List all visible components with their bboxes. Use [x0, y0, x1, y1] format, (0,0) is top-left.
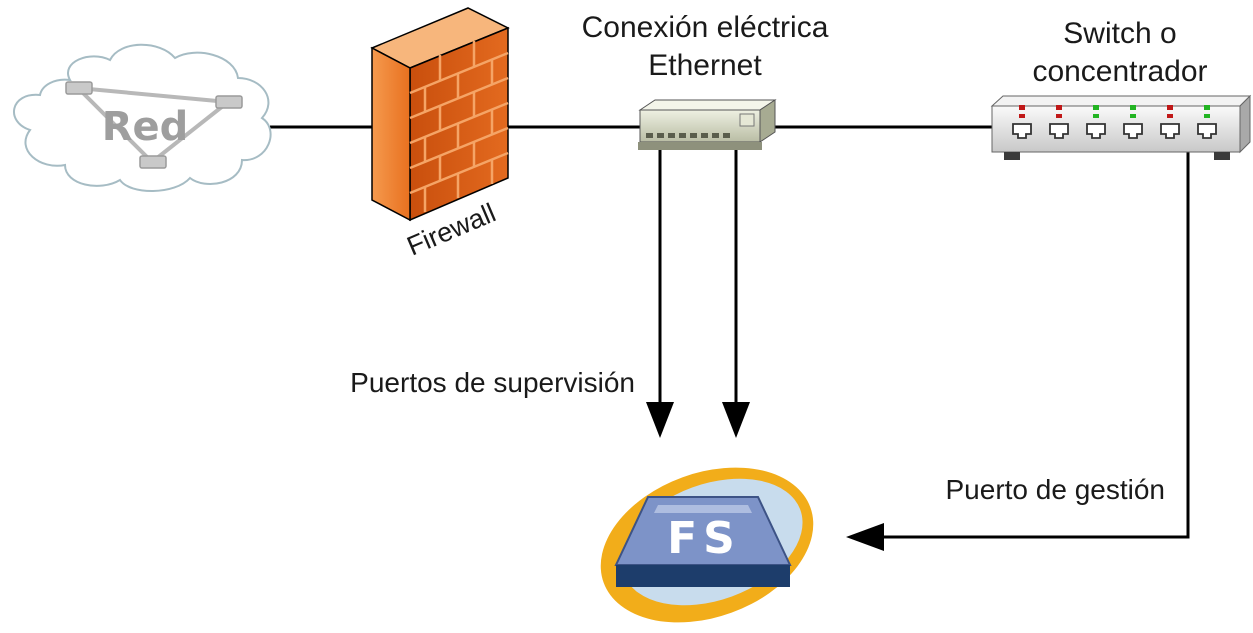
- switch-port-led: [1019, 105, 1025, 110]
- tap-label-line1: Conexión eléctrica: [582, 11, 829, 44]
- switch-port-led: [1093, 105, 1099, 110]
- fs-appliance-logo: FS: [600, 467, 814, 623]
- switch-port-led-lower: [1056, 114, 1062, 118]
- switch-ports-icon: [1012, 105, 1217, 139]
- brick-pattern-icon: [409, 41, 509, 212]
- switch-port-icon: [1086, 123, 1106, 139]
- switch-port-icon: [1012, 123, 1032, 139]
- monitor-arrow-left: [646, 150, 674, 438]
- management-port-label: Puerto de gestión: [946, 474, 1166, 505]
- switch-device: [990, 94, 1252, 160]
- switch-port-icon: [1123, 123, 1143, 139]
- firewall: Firewall: [370, 7, 510, 262]
- tap-ports-icon: [646, 133, 730, 138]
- switch-port-led-lower: [1130, 114, 1136, 118]
- switch-port-led-lower: [1167, 114, 1173, 118]
- monitor-ports-label: Puertos de supervisión: [350, 367, 635, 398]
- network-nodes-icon: [76, 86, 230, 164]
- fs-label: FS: [667, 513, 741, 564]
- switch-port-icon: [1049, 123, 1069, 139]
- firewall-front: [371, 46, 411, 222]
- tap-label-line2: Ethernet: [648, 49, 762, 82]
- switch-port-led-lower: [1204, 114, 1210, 118]
- switch-label-line2: concentrador: [1032, 55, 1207, 88]
- switch-port-led: [1204, 105, 1210, 110]
- switch-port-led-lower: [1093, 114, 1099, 118]
- switch-port-icon: [1197, 123, 1217, 139]
- switch-label-line1: Switch o: [1063, 17, 1176, 50]
- switch-port-led: [1167, 105, 1173, 110]
- switch-port-icon: [1160, 123, 1180, 139]
- switch-port-led-lower: [1019, 114, 1025, 118]
- cloud-label: Red: [102, 104, 189, 150]
- switch-port-led: [1056, 105, 1062, 110]
- management-arrow: [846, 152, 1190, 551]
- network-cloud: Red: [13, 43, 272, 192]
- switch-port-led: [1130, 105, 1136, 110]
- ethernet-tap-device: [638, 99, 777, 150]
- monitor-arrow-right: [722, 150, 750, 438]
